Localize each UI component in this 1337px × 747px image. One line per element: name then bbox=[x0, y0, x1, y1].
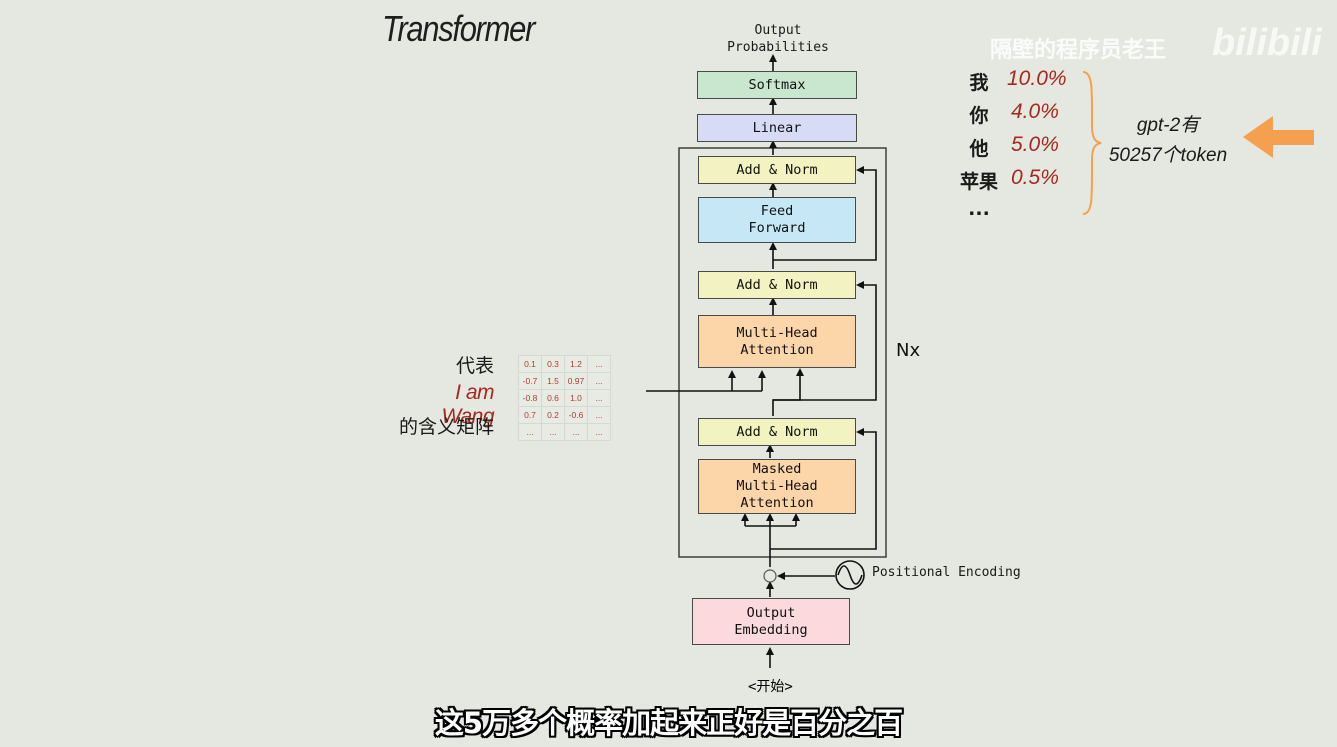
page-title: Transformer bbox=[382, 8, 535, 49]
matrix-cell: ... bbox=[587, 423, 611, 441]
residual-masked bbox=[770, 428, 877, 550]
matrix-cell: -0.6 bbox=[564, 406, 588, 424]
vocab-note-line1: gpt-2有 bbox=[1136, 115, 1200, 136]
prob-value: 0.5% bbox=[1011, 166, 1059, 189]
prob-token: 我 bbox=[969, 72, 989, 94]
prob-value: 5.0% bbox=[1011, 133, 1059, 156]
output-probabilities-label: Output Probabilities bbox=[727, 23, 829, 55]
matrix-cell: 0.2 bbox=[541, 406, 565, 424]
arrow-to-cross-attention bbox=[772, 368, 804, 416]
brace bbox=[1082, 71, 1102, 215]
matrix-cell: 1.0 bbox=[564, 389, 588, 407]
matrix-cell: -0.7 bbox=[518, 372, 542, 390]
matrix-row: ............ bbox=[518, 423, 611, 441]
prob-token: ... bbox=[968, 198, 990, 220]
matrix-cell: 0.1 bbox=[518, 355, 542, 373]
matrix-cell: ... bbox=[564, 423, 588, 441]
add-norm-mid-block: Add & Norm bbox=[698, 271, 856, 299]
matrix-label-highlight: I am Wang bbox=[441, 381, 495, 428]
residual-ff bbox=[773, 166, 877, 261]
matrix-cell: ... bbox=[587, 406, 611, 424]
vocab-note-line2: 50257个token bbox=[1108, 145, 1228, 166]
matrix-cell: 0.97 bbox=[564, 372, 588, 390]
softmax-block: Softmax bbox=[697, 71, 857, 99]
feed-forward-block: Feed Forward bbox=[698, 197, 856, 243]
add-operator bbox=[763, 569, 777, 583]
matrix-cell: ... bbox=[587, 389, 611, 407]
matrix-cell: 1.2 bbox=[564, 355, 588, 373]
matrix-cell: -0.8 bbox=[518, 389, 542, 407]
positional-encoding-label: Positional Encoding bbox=[872, 565, 1021, 580]
matrix-cell: 0.7 bbox=[518, 406, 542, 424]
linear-block: Linear bbox=[697, 114, 857, 142]
watermark-channel: 隔壁的程序员老王 bbox=[990, 38, 1167, 63]
prob-value: 4.0% bbox=[1011, 100, 1059, 123]
nx-block-frame bbox=[678, 147, 887, 558]
multi-head-attention-block: Multi-Head Attention bbox=[698, 315, 856, 368]
masked-attention-block: Masked Multi-Head Attention bbox=[698, 459, 856, 514]
matrix-cell: ... bbox=[587, 355, 611, 373]
orange-arrow-icon bbox=[1243, 116, 1314, 158]
matrix-label-top: 代表 bbox=[455, 355, 494, 377]
bilibili-logo: bilibili bbox=[1212, 22, 1322, 64]
matrix-label-bottom: 的含义矩阵 bbox=[398, 416, 494, 438]
output-embedding-block: Output Embedding bbox=[692, 598, 850, 645]
prob-token: 他 bbox=[969, 138, 989, 160]
add-norm-bottom-block: Add & Norm bbox=[698, 418, 856, 446]
add-norm-top-block: Add & Norm bbox=[698, 156, 856, 184]
matrix-cell: 0.6 bbox=[541, 389, 565, 407]
matrix-cell: 1.5 bbox=[541, 372, 565, 390]
matrix-cell: 0.3 bbox=[541, 355, 565, 373]
prob-value: 10.0% bbox=[1007, 67, 1067, 90]
prob-token: 苹果 bbox=[959, 171, 998, 193]
nx-label: Nx bbox=[896, 340, 921, 361]
residual-cross bbox=[773, 281, 877, 401]
prob-token: 你 bbox=[969, 105, 989, 127]
start-token: <开始> bbox=[748, 679, 793, 695]
matrix-cell: ... bbox=[587, 372, 611, 390]
matrix-cell: ... bbox=[518, 423, 542, 441]
matrix-cell: ... bbox=[541, 423, 565, 441]
subtitle-caption: 这5万多个概率加起来正好是百分之百 bbox=[434, 706, 903, 740]
